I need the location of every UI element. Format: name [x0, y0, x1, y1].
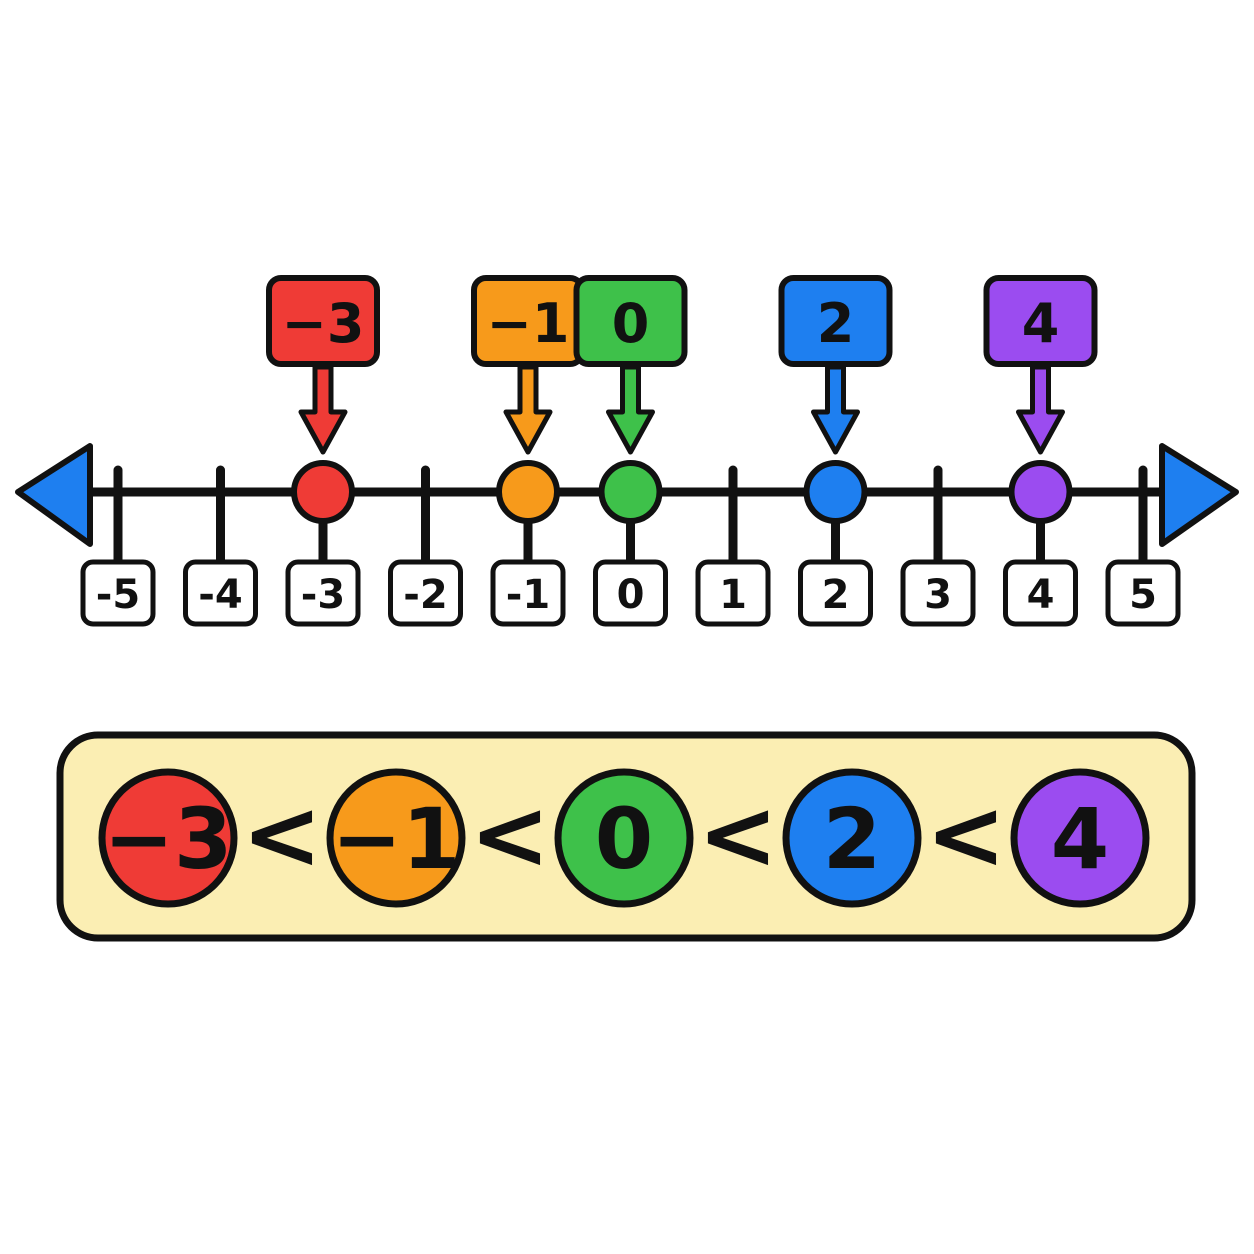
tick-label: -3 [301, 572, 345, 618]
tick-label: 4 [1027, 572, 1055, 618]
ordering-number-circle [782, 768, 922, 908]
ordering-number-label: −1 [332, 790, 461, 888]
tick-label-box [695, 559, 771, 627]
ordering-number-label: 2 [823, 790, 881, 888]
less-than-symbol: < [926, 779, 1006, 891]
ordering-number-label: 0 [595, 790, 653, 888]
tick-label-box [1003, 559, 1078, 627]
point-callout-box [778, 275, 893, 367]
less-than-symbol: < [242, 779, 322, 891]
point-callout-label: −1 [487, 292, 570, 355]
point-callout-label: 4 [1022, 292, 1060, 355]
tick-label: 0 [617, 572, 645, 618]
left-arrow-icon [15, 443, 93, 547]
callout-group: −3 −1 0 2 4 [266, 275, 1098, 455]
down-arrow-icon [503, 364, 553, 455]
point-callout-box [573, 275, 688, 367]
ordering-panel: −3<−1<0<2<4 [56, 731, 1196, 942]
tick-label-box [798, 559, 873, 627]
point-dot [1008, 460, 1073, 524]
tick-label-box [80, 559, 156, 627]
tick-label: 5 [1129, 572, 1157, 618]
less-than-symbol: < [470, 779, 550, 891]
right-arrow-icon [1159, 443, 1239, 547]
point-callout-label: 0 [612, 292, 650, 355]
tick-label-box [388, 559, 463, 627]
tick-label-box [593, 559, 668, 627]
tick-label-box [490, 559, 566, 627]
tick-label-box [285, 559, 361, 627]
ordering-number-circle [1010, 768, 1150, 908]
tick-label: -5 [96, 572, 140, 618]
tick-label: 1 [719, 572, 747, 618]
tick-label-box [1105, 559, 1181, 627]
less-than-symbol: < [698, 779, 778, 891]
down-arrow-icon [1016, 364, 1065, 455]
ordering-number-label: −3 [104, 790, 233, 888]
ordering-items: −3<−1<0<2<4 [98, 768, 1150, 908]
down-arrow-icon [811, 364, 860, 455]
tick-label: -1 [506, 572, 550, 618]
point-dot [598, 460, 663, 524]
ordering-number-circle [326, 768, 466, 908]
ordering-number-circle [98, 768, 238, 908]
tick-label-box [183, 559, 258, 627]
point-group [291, 460, 1073, 524]
number-line: -5 -4 -3 -2 -1 0 1 2 3 4 5 −3 −1 0 2 4 [15, 275, 1239, 627]
tick-label-box [900, 559, 976, 627]
down-arrow-icon [298, 364, 348, 455]
point-callout-box [983, 275, 1098, 367]
point-dot [291, 460, 355, 524]
ordering-number-circle [554, 768, 694, 908]
tick-label: 3 [924, 572, 952, 618]
point-callout-label: −3 [282, 292, 365, 355]
point-dot [803, 460, 868, 524]
tick-label: 2 [822, 572, 850, 618]
down-arrow-icon [606, 364, 655, 455]
ordering-number-label: 4 [1051, 790, 1109, 888]
tick-label-group: -5 -4 -3 -2 -1 0 1 2 3 4 5 [80, 559, 1181, 627]
tick-label: -2 [403, 572, 447, 618]
tick-label: -4 [198, 572, 242, 618]
point-dot [496, 460, 560, 524]
point-callout-label: 2 [817, 292, 855, 355]
point-callout-box [266, 275, 380, 367]
